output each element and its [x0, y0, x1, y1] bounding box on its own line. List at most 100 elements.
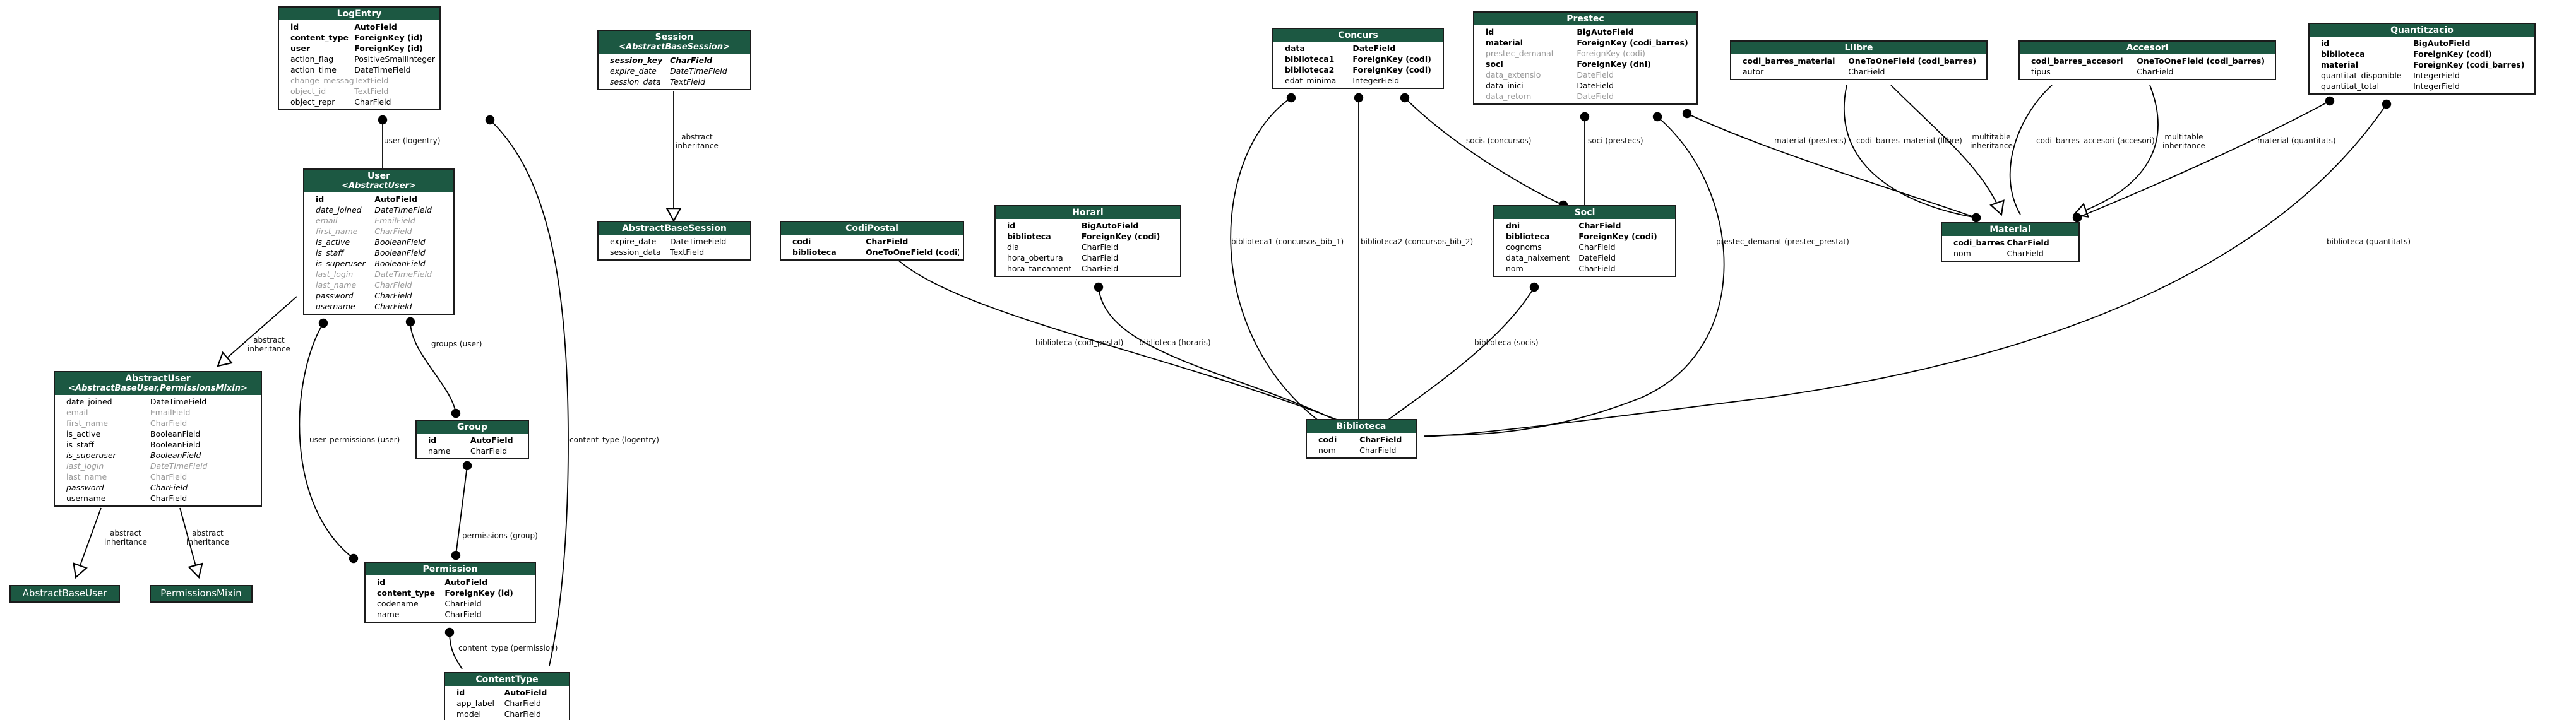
model-title: Quantitzacio: [2390, 25, 2454, 35]
edge-perm-ct: [444, 627, 463, 670]
edge-llibre-inh: [1890, 85, 2001, 215]
model-title: Material: [1989, 225, 2031, 235]
edge-label: groups (user): [431, 339, 482, 348]
field-name: expire_date: [610, 66, 657, 76]
field-type: OneToOneField (codi): [866, 247, 959, 257]
field-type: CharField: [1578, 242, 1616, 252]
model-abstractbaseuser[interactable]: AbstractBaseUser: [9, 585, 120, 603]
field-name: first_name: [66, 418, 109, 428]
edge-label: abstract inheritance: [247, 336, 290, 353]
field-type: DateField: [1577, 81, 1614, 90]
field-type: CharField: [670, 56, 713, 65]
field-type: TextField: [670, 77, 705, 86]
model-header: Horari: [996, 206, 1180, 219]
field-type: ForeignKey (dni): [1577, 59, 1651, 69]
field-name: nom: [1318, 446, 1336, 455]
field-type: DateTimeField: [374, 269, 432, 279]
edge-label: abstract inheritance: [104, 529, 147, 546]
field-name: biblioteca1: [1285, 54, 1335, 64]
model-header: ContentType: [445, 673, 569, 686]
field-type: CharField: [1359, 446, 1397, 455]
field-name: edat_minima: [1285, 76, 1337, 85]
edge-label: codi_barres_accesori (accesori): [2036, 136, 2155, 145]
field-type: ForeignKey (id): [354, 44, 423, 53]
field-type: DateField: [1578, 253, 1616, 263]
field-type: CharField: [504, 699, 541, 708]
model-abstractuser[interactable]: AbstractUser<AbstractBaseUser,Permission…: [54, 371, 262, 507]
model-header: Session<AbstractBaseSession>: [599, 31, 750, 54]
model-title: Session: [655, 32, 694, 42]
field-name: username: [316, 302, 355, 311]
field-name: password: [66, 483, 104, 492]
field-type: CharField: [374, 291, 412, 300]
field-type: TextField: [670, 247, 705, 257]
field-name: dni: [1506, 221, 1520, 230]
edge-label: user_permissions (user): [309, 435, 400, 444]
model-permissionsmixin[interactable]: PermissionsMixin: [150, 585, 253, 603]
field-type: CharField: [1081, 253, 1119, 263]
field-type: CharField: [150, 472, 188, 481]
edge-label: codi_barres_material (llibre): [1856, 136, 1962, 145]
model-title: AbstractUser: [125, 374, 191, 384]
field-type: DateTimeField: [354, 65, 411, 74]
field-type: CharField: [470, 446, 508, 456]
field-type: BigAutoField: [1577, 27, 1634, 37]
model-header: Permission: [366, 563, 535, 575]
field-type: CharField: [2007, 238, 2049, 247]
edge-llibre-material: [1843, 85, 1977, 218]
model-header: LogEntry: [279, 8, 439, 20]
field-type: DateTimeField: [150, 397, 207, 406]
field-type: CharField: [374, 302, 412, 311]
field-name: session_data: [610, 77, 661, 86]
field-type: IntegerField: [1352, 76, 1400, 85]
field-name: codi_barres: [1953, 238, 2005, 247]
field-type: DateTimeField: [670, 66, 727, 76]
field-type: IntegerField: [2413, 71, 2460, 80]
model-title: CodiPostal: [845, 223, 898, 233]
field-name: model: [456, 709, 481, 719]
field-name: data_inici: [1486, 81, 1524, 90]
field-type: BooleanField: [374, 259, 426, 268]
